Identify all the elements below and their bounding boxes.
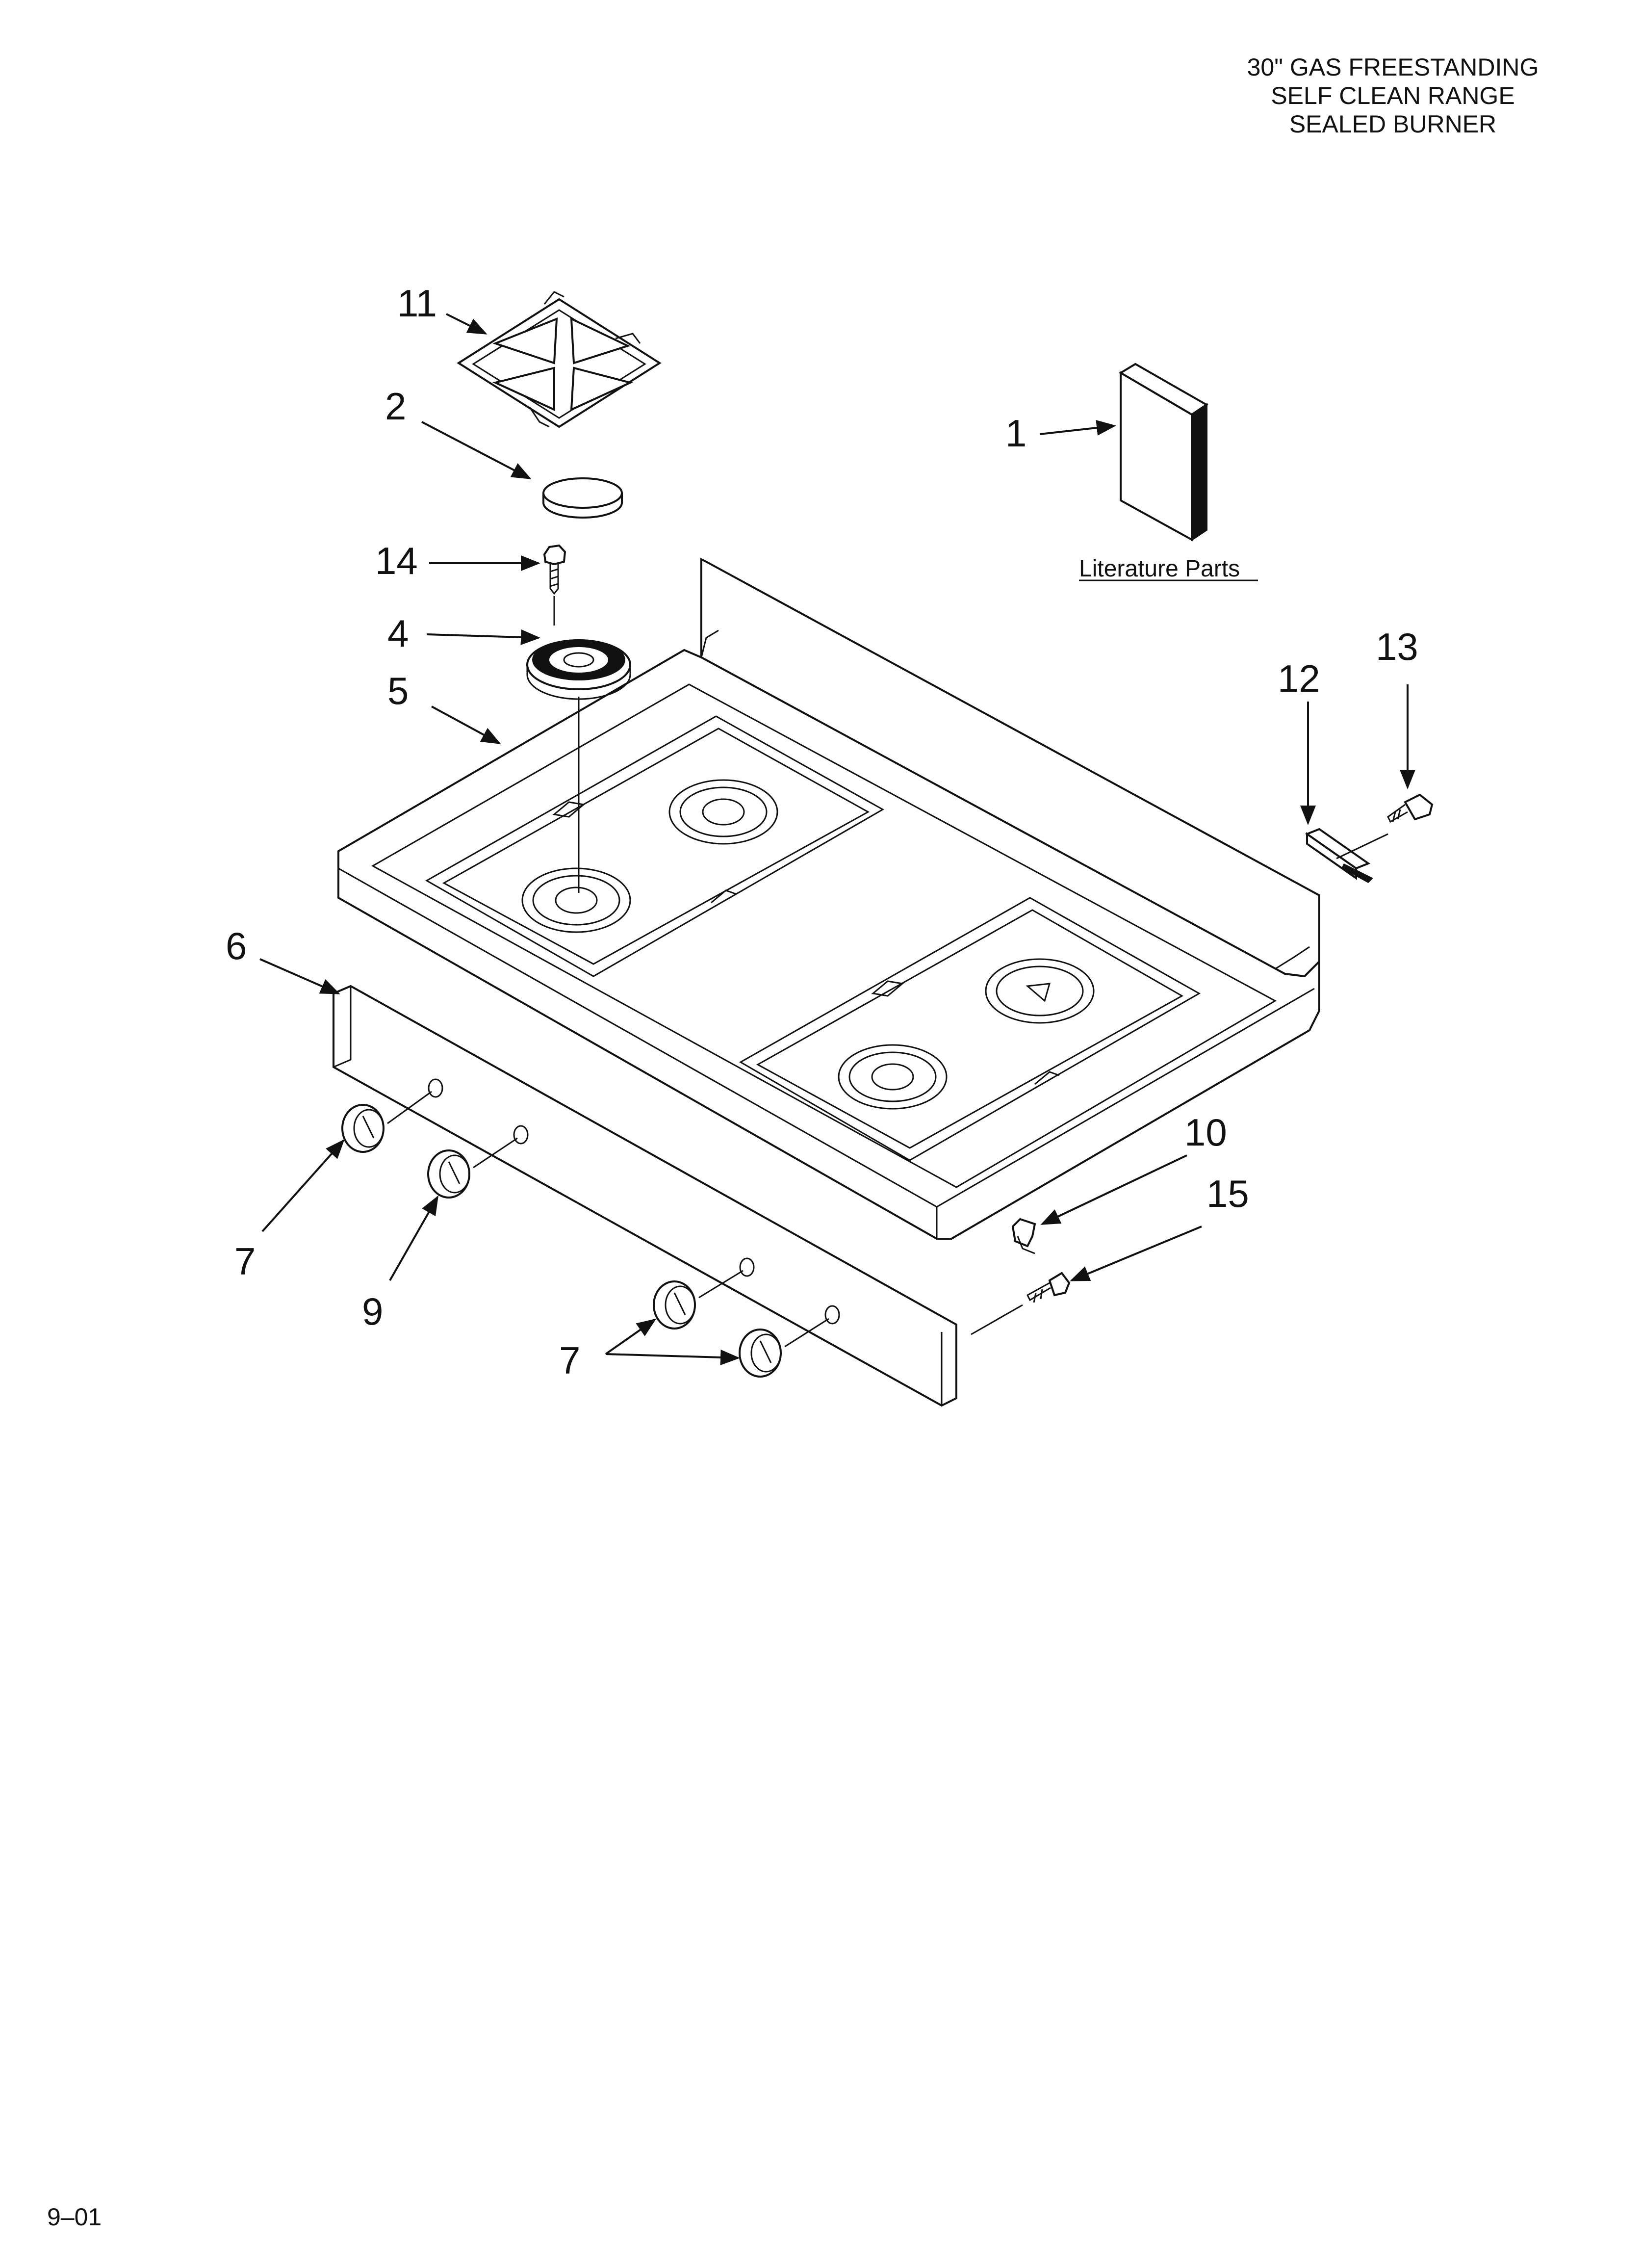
title-line-2: SELF CLEAN RANGE	[1271, 82, 1515, 109]
knob-hole	[428, 1078, 443, 1098]
callout-11: 11	[397, 282, 437, 325]
panel-screw-axis-line	[971, 1304, 1023, 1335]
pan-tab	[711, 889, 736, 904]
burner-ring-left-rear	[668, 779, 778, 845]
callout-7: 7	[234, 1240, 256, 1283]
burner-base	[526, 639, 631, 893]
callout-2: 2	[385, 385, 406, 428]
callout-10: 10	[1184, 1111, 1227, 1154]
bracket-screw	[1387, 793, 1434, 823]
callout-1: 1	[1005, 412, 1026, 455]
burner-ring-right-front	[838, 1044, 948, 1110]
callout-12: 12	[1278, 657, 1320, 700]
leader-15	[1070, 1225, 1202, 1281]
callout-13: 13	[1376, 625, 1418, 668]
knob-1	[341, 1091, 432, 1153]
mounting-bracket	[1305, 828, 1388, 883]
callout-7-pair: 7	[559, 1339, 580, 1382]
backsplash-curve-right	[1275, 946, 1310, 970]
right-burner-pan	[739, 897, 1201, 1161]
leader-7b-b	[605, 1349, 740, 1365]
knob-2	[427, 1137, 518, 1199]
panel-screw	[971, 1272, 1071, 1335]
control-panel-top-edge	[350, 985, 957, 1326]
title-line-1: 30" GAS FREESTANDING	[1247, 53, 1539, 81]
left-burner-pan-inner	[442, 728, 870, 965]
literature-parts-label: Literature Parts	[1079, 556, 1240, 582]
leader-4	[426, 629, 540, 645]
burner-screw	[543, 544, 566, 626]
leader-7a	[261, 1139, 345, 1232]
knob-3	[653, 1270, 744, 1330]
panel-clip	[1011, 1218, 1036, 1254]
burner-cap	[542, 477, 623, 519]
pan-tab	[1034, 1071, 1060, 1085]
callout-5: 5	[387, 669, 409, 712]
leader-5	[431, 705, 501, 744]
leader-6	[259, 958, 340, 994]
control-panel	[333, 985, 957, 1407]
leader-10	[1040, 1154, 1187, 1225]
callout-4: 4	[387, 612, 409, 655]
callout-9: 9	[362, 1290, 383, 1333]
control-panel-end	[333, 986, 352, 1068]
leader-1	[1039, 420, 1116, 436]
callout-6: 6	[226, 924, 247, 967]
backsplash-curve-left	[700, 629, 719, 658]
cooktop-inner-rim	[371, 683, 1277, 1188]
leader-2	[421, 421, 532, 479]
right-burner-pan-inner	[756, 909, 1184, 1149]
knob-hole	[513, 1125, 529, 1145]
cooktop-front-lip	[337, 851, 1315, 1208]
leader-11	[446, 313, 487, 335]
leader-9	[389, 1195, 438, 1281]
pan-tab	[552, 801, 586, 818]
cooktop-deck	[337, 649, 1320, 1240]
knob-4	[739, 1318, 829, 1378]
literature-booklet	[1119, 363, 1208, 542]
diagram-title: 30" GAS FREESTANDING SELF CLEAN RANGE SE…	[1172, 53, 1614, 138]
callout-14: 14	[375, 539, 418, 582]
burner-ring-left-front	[521, 867, 631, 933]
cooktop	[337, 557, 1320, 1240]
pan-tab	[871, 980, 904, 997]
date-code: 9–01	[47, 2203, 102, 2231]
knob-hole	[739, 1257, 755, 1277]
leader-7b-a	[605, 1318, 657, 1355]
title-line-3: SEALED BURNER	[1289, 110, 1497, 138]
knob-hole	[824, 1305, 840, 1325]
callout-15: 15	[1206, 1172, 1249, 1215]
left-burner-pan	[425, 715, 885, 977]
burner-ring-right-rear	[985, 958, 1095, 1024]
burner-grate	[457, 291, 662, 428]
